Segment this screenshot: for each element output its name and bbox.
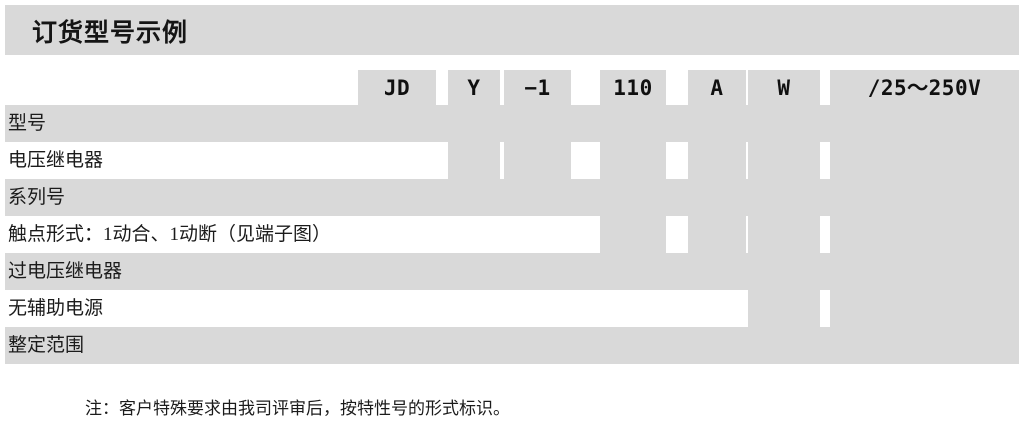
connector-bar: [448, 70, 500, 179]
segment-label: 过电压继电器: [8, 261, 123, 282]
connector-bar: [748, 70, 820, 327]
segment-label: 整定范围: [8, 335, 85, 356]
code-segment: W: [777, 76, 791, 100]
connector-bar: [600, 70, 666, 253]
code-segment: A: [710, 76, 724, 100]
connector-bar: [688, 70, 746, 290]
segment-label: 无辅助电源: [8, 298, 104, 319]
segment-label: 触点形式：1动合、1动断（见端子图）: [8, 224, 332, 245]
connector-bar: [358, 70, 436, 142]
code-segment: 110: [613, 76, 653, 100]
section-header-bar: 订货型号示例: [5, 5, 1019, 55]
code-segment: Y: [467, 76, 481, 100]
connector-bar: [830, 70, 1019, 364]
code-segment: /25～250V: [867, 76, 982, 100]
footnote-text: 注：客户特殊要求由我司评审后，按特性号的形式标识。: [85, 399, 510, 418]
code-segment: JD: [383, 76, 411, 100]
segment-label: 型号: [8, 113, 47, 134]
code-segment: −1: [524, 76, 551, 100]
segment-label: 电压继电器: [8, 150, 104, 171]
page-title: 订货型号示例: [32, 20, 189, 47]
model-code-breakdown-diagram: JD Y −1 110 A W/25～250V 型号电压继电器系列号触点形式：1动合、1动…: [0, 55, 1024, 395]
segment-label: 系列号: [8, 187, 66, 208]
connector-bar: [504, 70, 571, 216]
